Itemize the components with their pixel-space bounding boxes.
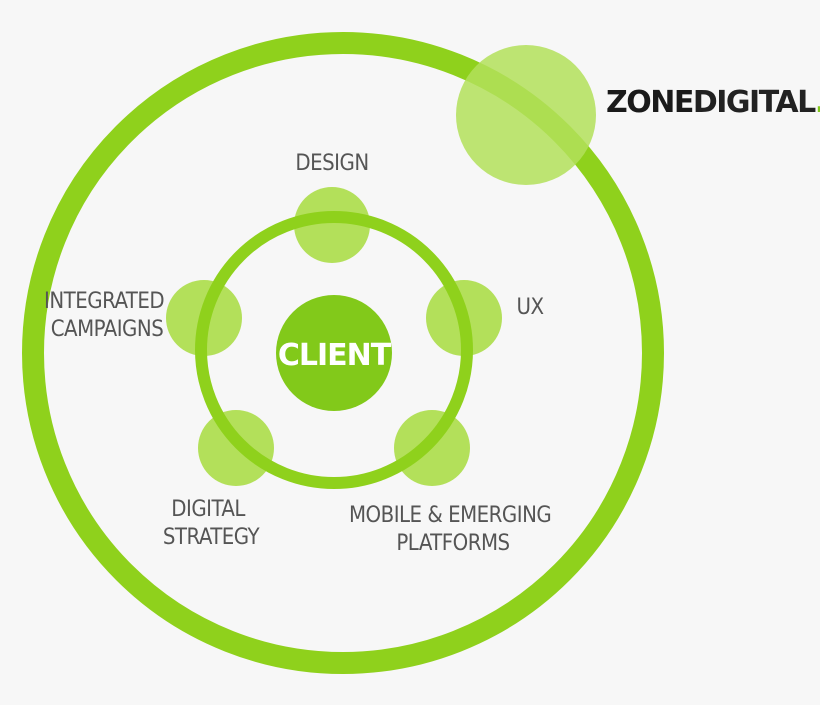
logo-digital: DIGITAL bbox=[693, 85, 816, 120]
logo-dot: . bbox=[815, 85, 820, 120]
label-mobile-line-1: MOBILE & EMERGING bbox=[349, 503, 551, 528]
label-mobile-line-2: PLATFORMS bbox=[396, 531, 509, 556]
logo-zone: ZONE bbox=[606, 85, 693, 120]
label-digital-strategy-line-2: STRATEGY bbox=[163, 525, 261, 550]
label-ux-line: UX bbox=[516, 295, 543, 320]
node-bubble-design bbox=[294, 187, 370, 263]
label-mobile: MOBILE & EMERGING PLATFORMS bbox=[349, 503, 557, 556]
inner-ring bbox=[195, 211, 473, 489]
label-ux: UX bbox=[516, 295, 543, 320]
label-digital-strategy-line-1: DIGITAL bbox=[171, 497, 245, 522]
label-integrated-campaigns-line-1: INTEGRATED bbox=[44, 289, 164, 314]
label-integrated-campaigns-line-2: CAMPAIGNS bbox=[51, 317, 164, 342]
client-label: CLIENT bbox=[278, 338, 392, 373]
outer-ring bbox=[22, 32, 664, 674]
brand-logo: ZONEDIGITAL. bbox=[606, 85, 820, 120]
label-integrated-campaigns: INTEGRATED CAMPAIGNS bbox=[44, 289, 170, 342]
label-design-line: DESIGN bbox=[295, 151, 368, 176]
logo-bubble bbox=[456, 45, 596, 185]
label-design: DESIGN bbox=[295, 151, 368, 176]
label-digital-strategy: DIGITAL STRATEGY bbox=[163, 497, 261, 550]
client-circle bbox=[276, 295, 392, 411]
